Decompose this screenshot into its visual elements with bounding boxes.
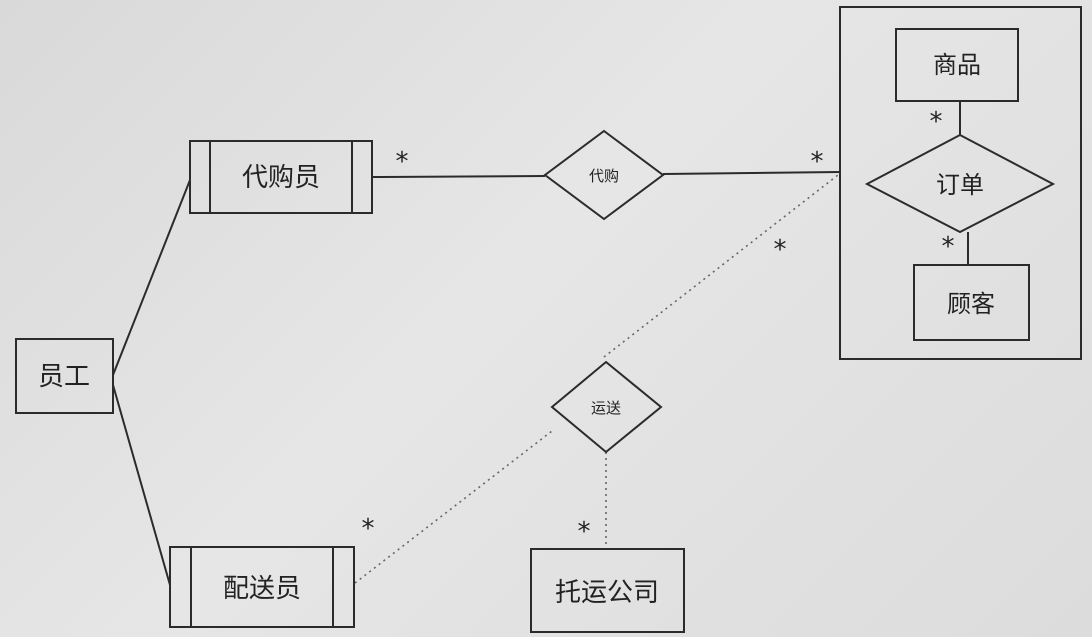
entity-employee-box (15, 338, 114, 414)
order-aggregation-frame (839, 6, 1082, 360)
entity-product-label: 商品 (933, 51, 981, 79)
multiplicity-order-delivery: * (774, 235, 787, 265)
multiplicity-buyer-purchase: * (396, 147, 409, 177)
entity-product-box (895, 28, 1019, 102)
line-delivery-order-dotted (603, 174, 839, 358)
entity-shipping-company-label: 托运公司 (555, 578, 659, 608)
relationship-delivery-diamond (550, 360, 663, 454)
multiplicity-product-order: * (930, 107, 943, 137)
entity-courier-label: 配送员 (223, 574, 301, 604)
relationship-order-diamond (864, 133, 1056, 234)
relationship-delivery-label: 运送 (591, 399, 621, 417)
line-employee-courier (112, 384, 171, 586)
entity-employee-label: 员工 (38, 362, 90, 392)
entity-shipping-company-box (530, 548, 685, 633)
line-purchase-order-group (662, 171, 841, 175)
entity-courier-box (169, 546, 355, 628)
line-buyer-purchase (371, 175, 546, 178)
entity-buyer-label: 代购员 (242, 163, 320, 193)
relationship-order-label: 订单 (936, 171, 984, 199)
multiplicity-courier-delivery: * (362, 514, 375, 544)
line-employee-buyer (112, 179, 191, 376)
multiplicity-company-delivery: * (578, 517, 591, 547)
entity-customer-label: 顾客 (947, 290, 995, 318)
entity-buyer-box (189, 140, 373, 214)
line-courier-delivery-dotted (354, 430, 553, 584)
multiplicity-order-customer: * (942, 232, 955, 262)
relationship-purchase-diamond (543, 129, 665, 221)
entity-customer-box (913, 264, 1030, 341)
relationship-purchase-label: 代购 (589, 167, 619, 185)
multiplicity-purchase-order: * (811, 147, 824, 177)
